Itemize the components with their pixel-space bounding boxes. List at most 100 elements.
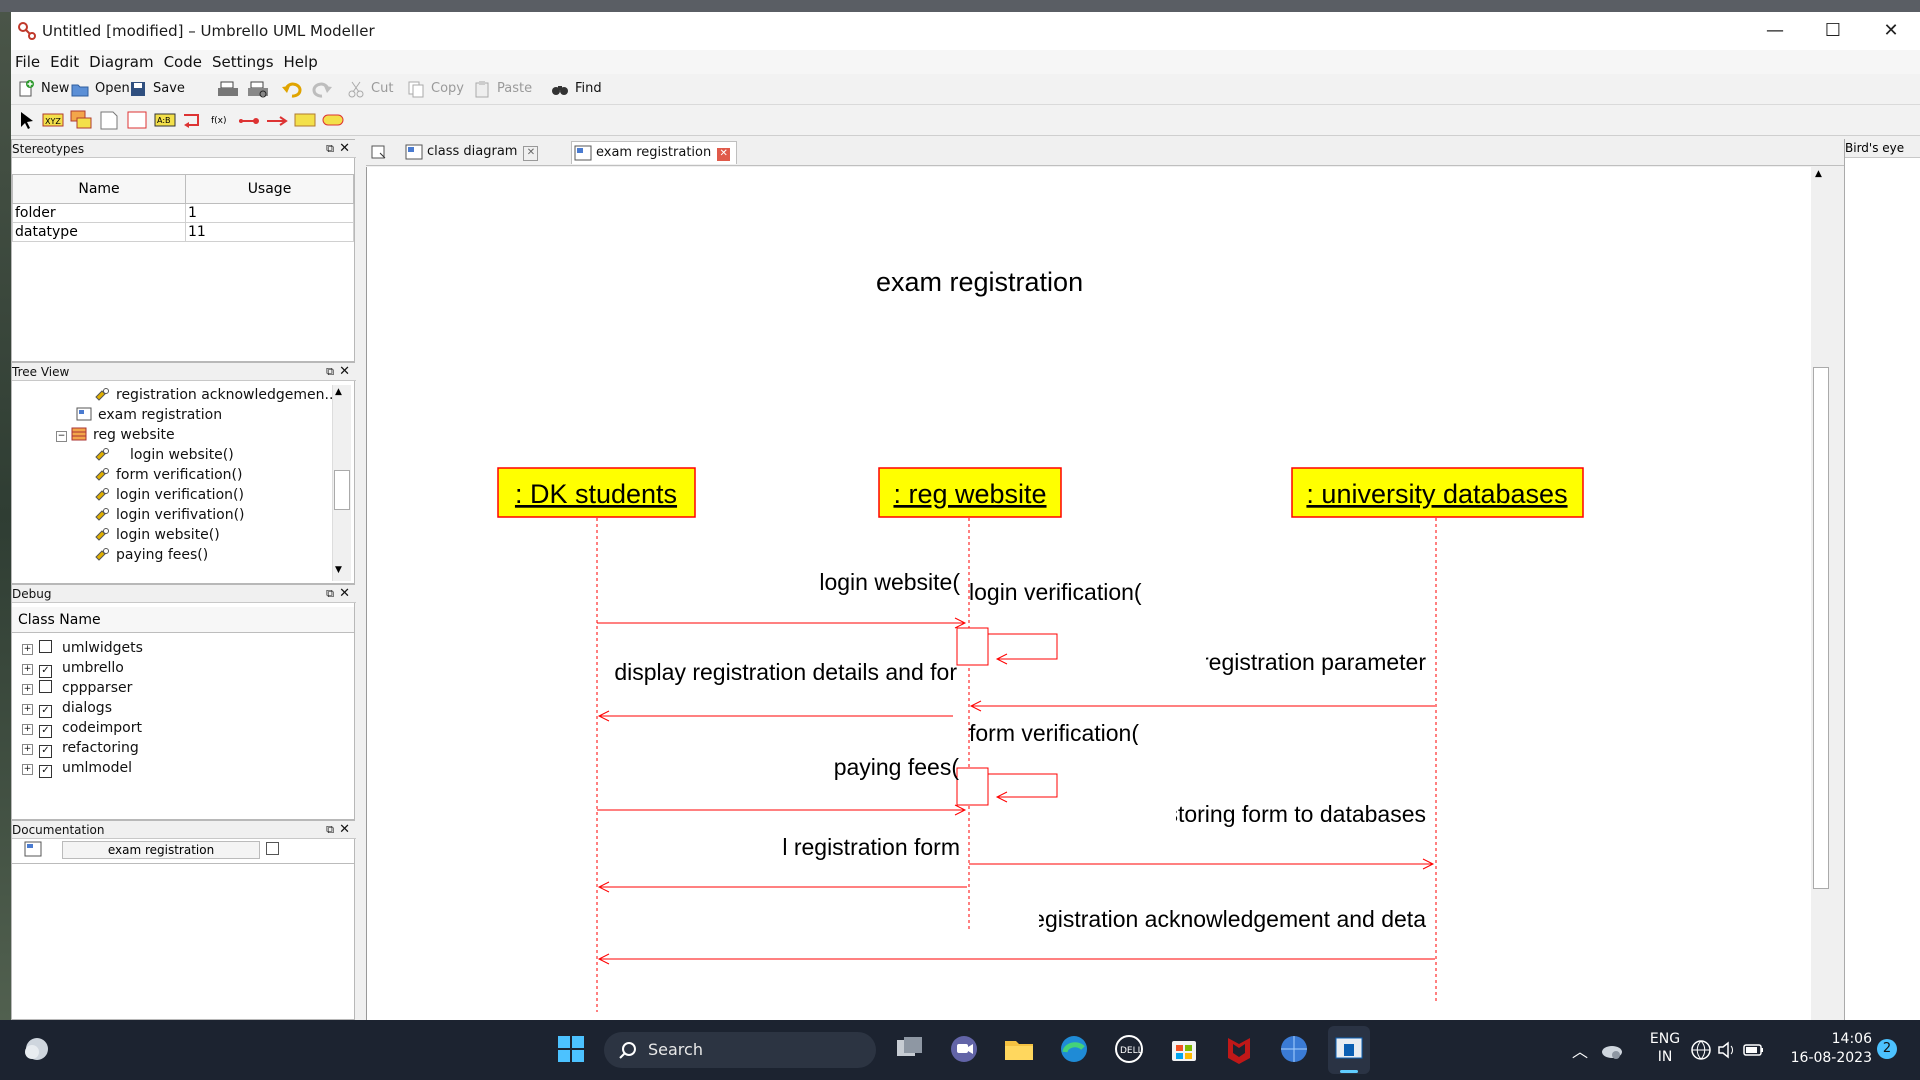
expand-icon[interactable]: + [22, 684, 33, 695]
scroll-up-icon[interactable]: ▲ [335, 387, 342, 397]
message-form-verification[interactable]: form verification( [969, 720, 1139, 803]
object-reg-website[interactable]: : reg website [878, 467, 1062, 518]
print-icon[interactable] [217, 80, 239, 100]
column-header-usage[interactable]: Usage [185, 174, 354, 204]
documentation-name-field[interactable]: exam registration [62, 841, 260, 859]
menu-code[interactable]: Code [163, 53, 202, 71]
maximize-button[interactable]: ☐ [1824, 20, 1842, 41]
expand-icon[interactable]: + [22, 644, 33, 655]
tree-item[interactable]: login website() [94, 525, 220, 545]
umbrello-taskbar-button[interactable] [1328, 1026, 1370, 1074]
save-button[interactable]: Save [127, 77, 185, 101]
diagram-canvas[interactable]: exam registration : DK students : reg we… [366, 167, 1813, 1032]
redo-icon[interactable] [311, 80, 333, 100]
tree-item[interactable]: paying fees() [94, 545, 208, 565]
paste-button[interactable]: Paste [471, 77, 532, 101]
mcafee-icon[interactable] [1222, 1032, 1256, 1066]
object-dk-students[interactable]: : DK students [497, 467, 696, 518]
task-view-icon[interactable] [892, 1032, 926, 1066]
tree-item[interactable]: login verification() [94, 485, 244, 505]
title-bar[interactable]: Untitled [modified] – Umbrello UML Model… [11, 12, 1920, 50]
checkbox[interactable] [39, 640, 52, 653]
close-dock-icon[interactable]: ✕ [339, 822, 350, 837]
tab-exam-registration[interactable]: exam registration✕ [571, 141, 738, 164]
menu-settings[interactable]: Settings [211, 53, 274, 71]
message-login-verification[interactable]: login verification( [969, 579, 1142, 665]
tab-class-diagram[interactable]: class diagram✕ [403, 141, 539, 163]
debug-row[interactable]: +umlwidgets [22, 640, 143, 656]
menu-file[interactable]: File [15, 53, 41, 71]
close-dock-icon[interactable]: ✕ [339, 586, 350, 601]
debug-row[interactable]: +✓refactoring [22, 740, 139, 758]
expand-icon[interactable]: + [22, 664, 33, 675]
weather-icon[interactable] [20, 1032, 54, 1066]
debug-row[interactable]: +✓dialogs [22, 700, 112, 718]
checkbox[interactable]: ✓ [39, 705, 52, 718]
cut-button[interactable]: Cut [345, 77, 393, 101]
menu-edit[interactable]: Edit [50, 53, 80, 71]
clock[interactable]: 14:06 16-08-2023 [1776, 1030, 1872, 1068]
tree-item[interactable]: −reg website [56, 427, 175, 443]
battery-icon[interactable] [1742, 1039, 1766, 1061]
tree-item[interactable]: registration acknowledgemen... [94, 385, 338, 405]
column-header-class-name[interactable]: Class Name [12, 607, 354, 633]
input-language-indicator[interactable]: ENG IN [1640, 1030, 1690, 1066]
text-widget-icon[interactable]: A:B [154, 109, 176, 131]
network-globe-icon[interactable] [1277, 1032, 1311, 1066]
expand-icon[interactable]: + [22, 704, 33, 715]
scroll-up-icon[interactable]: ▲ [1815, 169, 1822, 179]
found-message-icon[interactable] [266, 109, 288, 131]
message-login-website[interactable]: login website( [597, 569, 967, 629]
menu-help[interactable]: Help [283, 53, 318, 71]
tree-item[interactable]: form verification() [94, 465, 242, 485]
message-display-registration-details[interactable]: display registration details and for [597, 659, 957, 722]
network-icon[interactable] [1690, 1039, 1712, 1061]
float-dock-icon[interactable]: ⧉ [326, 365, 334, 378]
message-registration-form[interactable]: l registration form [597, 834, 967, 893]
expand-icon[interactable]: + [22, 744, 33, 755]
scroll-thumb[interactable] [334, 470, 350, 510]
multi-object-icon[interactable] [70, 109, 92, 131]
checkbox[interactable]: ✓ [39, 665, 52, 678]
close-tab-icon[interactable]: ✕ [717, 148, 731, 161]
collapse-icon[interactable]: − [56, 431, 67, 442]
close-dock-icon[interactable]: ✕ [339, 364, 350, 379]
select-arrow-icon[interactable] [17, 109, 39, 131]
message-paying-fees[interactable]: paying fees( [597, 754, 967, 816]
scroll-down-icon[interactable]: ▼ [335, 565, 342, 575]
undo-icon[interactable] [281, 80, 303, 100]
teams-chat-icon[interactable] [947, 1032, 981, 1066]
find-button[interactable]: Find [549, 77, 602, 101]
onedrive-cloud-icon[interactable] [1600, 1038, 1624, 1060]
debug-row[interactable]: +✓umbrello [22, 660, 124, 678]
combined-fragment-icon[interactable] [294, 109, 316, 131]
menu-diagram[interactable]: Diagram [89, 53, 154, 71]
float-dock-icon[interactable]: ⧉ [326, 142, 334, 155]
column-header-name[interactable]: Name [12, 174, 186, 204]
debug-row[interactable]: +cppparser [22, 680, 133, 696]
expand-icon[interactable]: + [22, 764, 33, 775]
windows-start-icon[interactable] [554, 1032, 588, 1066]
object-university-databases[interactable]: : university databases [1291, 467, 1584, 518]
self-message-icon[interactable] [182, 109, 204, 131]
show-hidden-icons-chevron-icon[interactable]: ︿ [1572, 1042, 1589, 1061]
notification-badge[interactable]: 2 [1877, 1039, 1897, 1059]
copy-button[interactable]: Copy [405, 77, 464, 101]
object-widget-icon[interactable]: XYZ [42, 109, 64, 131]
expand-icon[interactable]: + [22, 724, 33, 735]
debug-row[interactable]: +✓codeimport [22, 720, 142, 738]
async-message-icon[interactable] [238, 109, 260, 131]
tree-item[interactable]: login verifivation() [94, 505, 245, 525]
table-row[interactable]: datatype 11 [12, 222, 354, 242]
precondition-icon[interactable] [322, 109, 344, 131]
volume-icon[interactable] [1716, 1039, 1738, 1061]
tree-item[interactable]: exam registration [76, 405, 222, 425]
checkbox[interactable]: ✓ [39, 725, 52, 738]
edge-browser-icon[interactable] [1057, 1032, 1091, 1066]
print-preview-icon[interactable] [247, 80, 269, 100]
note-icon[interactable] [98, 109, 120, 131]
documentation-checkbox[interactable] [266, 842, 279, 855]
float-dock-icon[interactable]: ⧉ [326, 587, 334, 600]
new-button[interactable]: New [15, 77, 69, 101]
checkbox[interactable]: ✓ [39, 745, 52, 758]
